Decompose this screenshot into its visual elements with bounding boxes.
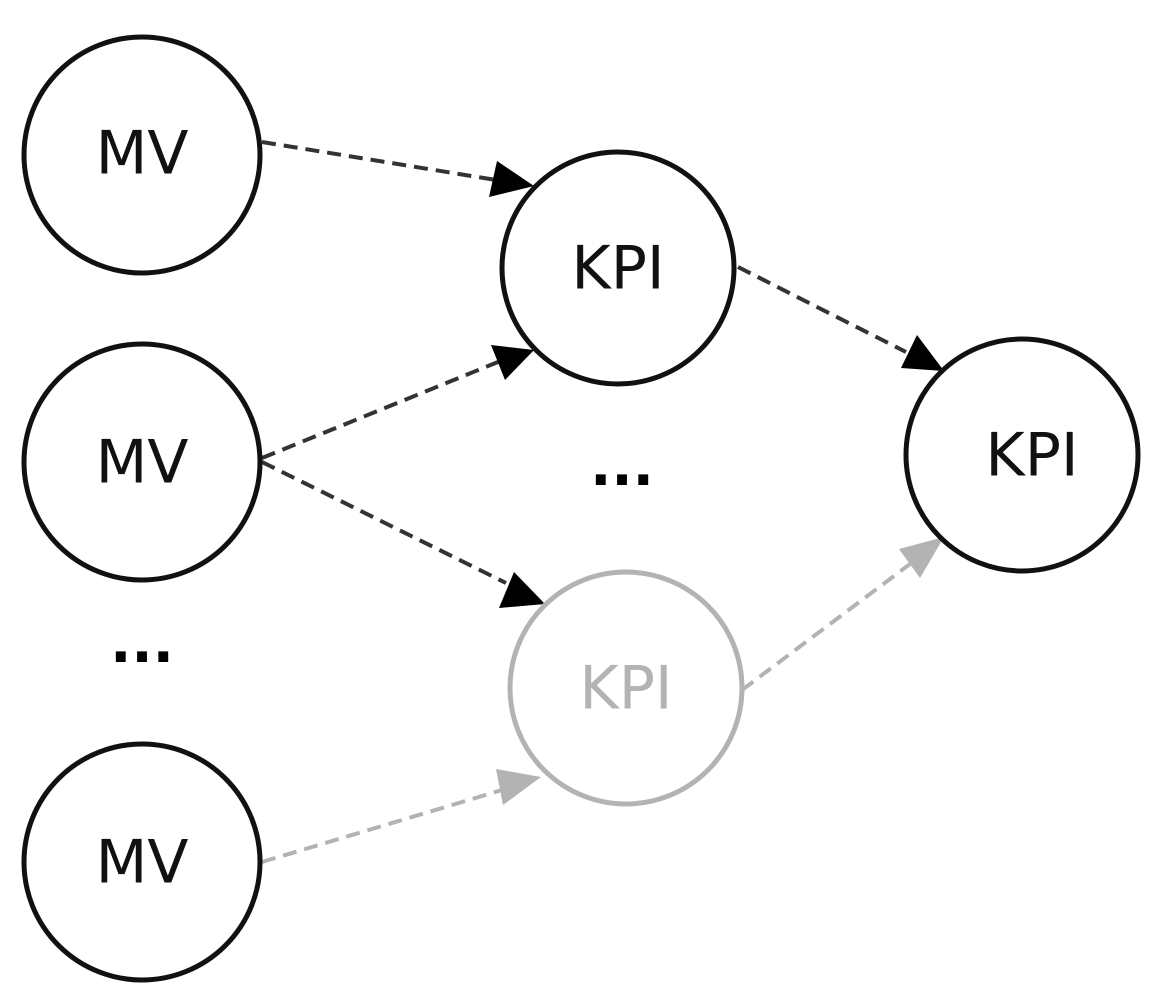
nodes-group: MV MV MV KPI KPI KPI bbox=[21, 34, 1141, 983]
node-circle bbox=[21, 341, 263, 583]
arrowhead bbox=[499, 572, 545, 608]
edge-line bbox=[261, 460, 507, 585]
node-circle bbox=[21, 34, 263, 276]
arrowhead bbox=[496, 769, 541, 805]
ellipsis-mv-column: ... bbox=[110, 611, 174, 676]
node-circle bbox=[499, 149, 737, 387]
ellipsis-kpi-column: ... bbox=[590, 434, 654, 499]
node-kpi-top: KPI bbox=[499, 149, 737, 387]
node-label: MV bbox=[96, 828, 189, 898]
edge-line bbox=[261, 140, 497, 182]
node-circle bbox=[507, 569, 745, 807]
node-label: KPI bbox=[985, 421, 1078, 491]
edge-line bbox=[261, 360, 499, 460]
node-circle bbox=[903, 336, 1141, 574]
edge-line bbox=[261, 788, 503, 864]
edge-line bbox=[737, 265, 907, 354]
node-label: KPI bbox=[571, 234, 664, 304]
edge-kpi-lower-to-kpi-output bbox=[740, 537, 944, 692]
node-mv-middle: MV bbox=[21, 341, 263, 583]
edge-kpi-top-to-kpi-output bbox=[737, 265, 944, 371]
edge-mv-top-to-kpi-top bbox=[261, 140, 534, 197]
edge-line bbox=[740, 562, 912, 692]
node-kpi-lower: KPI bbox=[507, 569, 745, 807]
node-mv-top: MV bbox=[21, 34, 263, 276]
node-label: MV bbox=[96, 119, 189, 189]
edge-mv-middle-to-kpi-lower bbox=[261, 460, 545, 608]
arrowhead bbox=[899, 537, 944, 578]
node-kpi-output: KPI bbox=[903, 336, 1141, 574]
edge-mv-bottom-to-kpi-lower bbox=[261, 769, 541, 864]
arrowhead bbox=[491, 345, 534, 380]
edges-group bbox=[261, 140, 944, 864]
arrowhead bbox=[489, 161, 534, 197]
edge-mv-middle-to-kpi-top bbox=[261, 345, 534, 460]
node-label: MV bbox=[96, 428, 189, 498]
node-mv-bottom: MV bbox=[21, 741, 263, 983]
arrowhead bbox=[901, 335, 944, 371]
node-label: KPI bbox=[579, 654, 672, 724]
node-circle bbox=[21, 741, 263, 983]
